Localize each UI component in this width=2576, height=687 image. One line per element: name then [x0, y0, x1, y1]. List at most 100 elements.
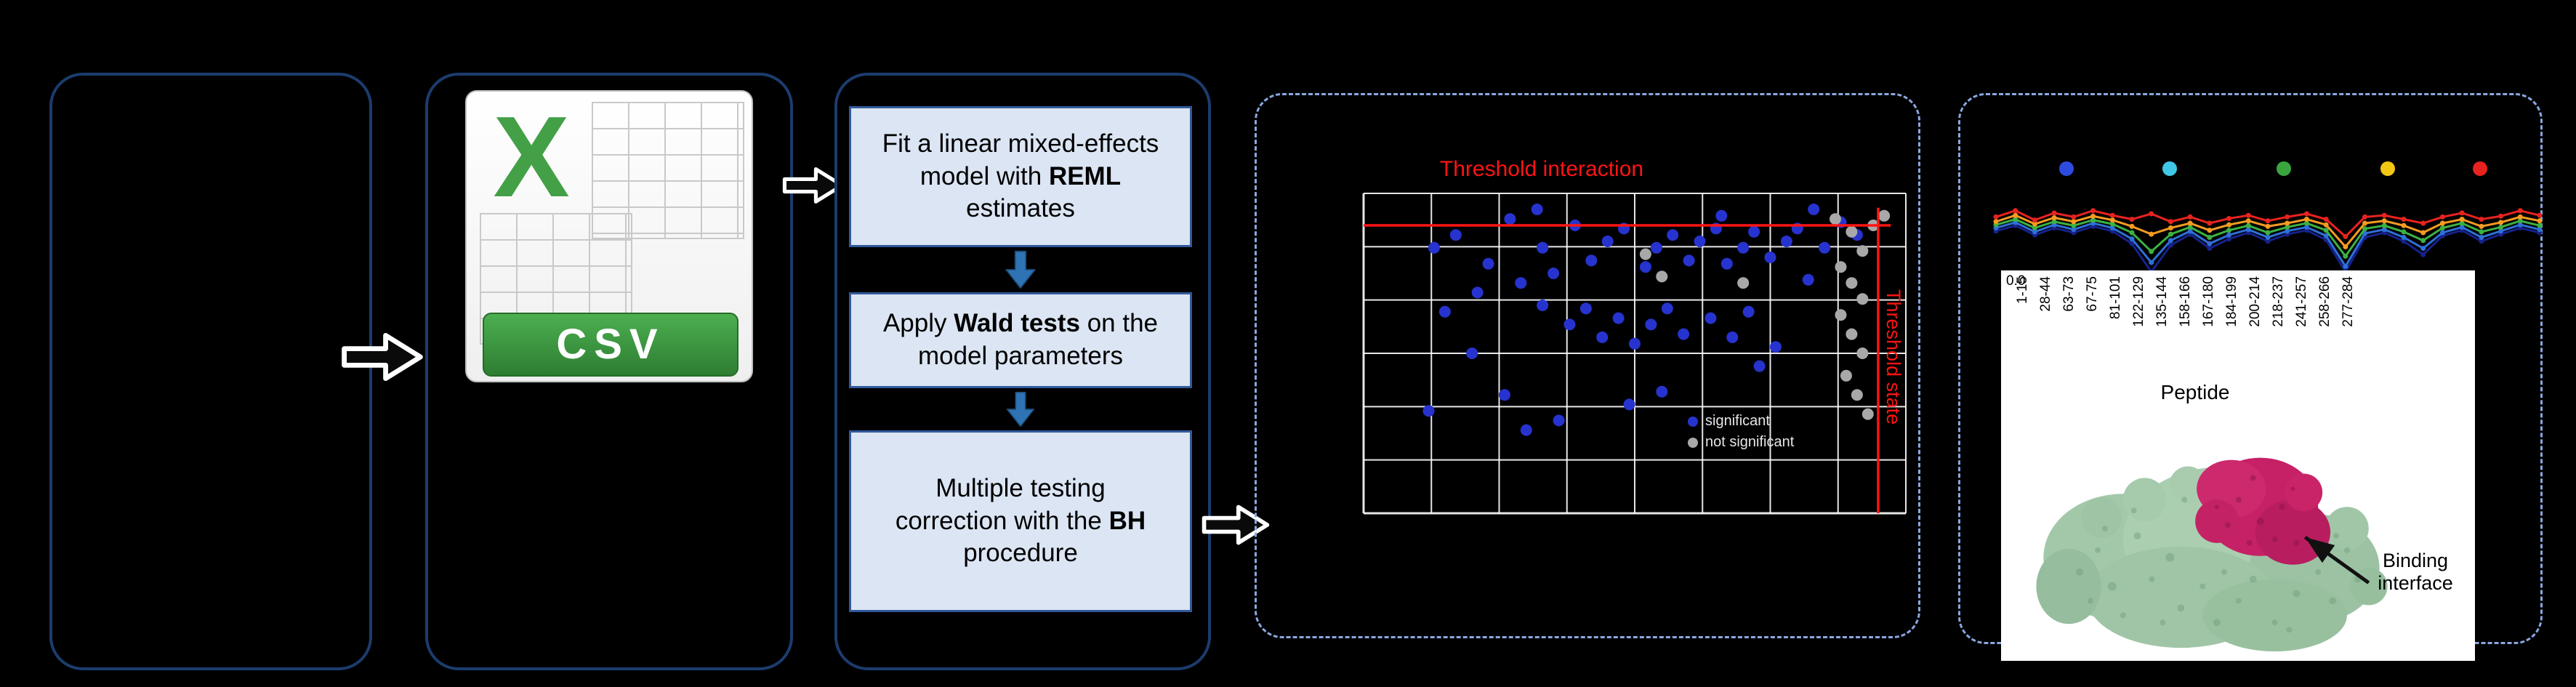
- uptake-marker: [2109, 225, 2115, 231]
- uptake-marker: [2285, 220, 2290, 226]
- uptake-marker: [2226, 232, 2232, 238]
- right-arrow-icon: [342, 332, 423, 382]
- uptake-marker: [2207, 234, 2213, 240]
- data-point-significant: [1639, 261, 1651, 273]
- uptake-marker: [2459, 210, 2465, 216]
- data-point-significant: [1449, 229, 1462, 241]
- data-point-significant: [1715, 209, 1728, 222]
- peptide-tick-label: 1-15: [2015, 276, 2030, 305]
- data-point-significant: [1753, 360, 1766, 372]
- excel-x-logo: X: [493, 92, 570, 221]
- uptake-marker: [2168, 225, 2173, 231]
- uptake-marker: [2245, 218, 2251, 224]
- step-fit-model: Fit a linear mixed-effects model with RE…: [849, 106, 1192, 247]
- uptake-marker: [2479, 229, 2484, 235]
- uptake-marker: [2381, 222, 2387, 228]
- data-point-significant: [1585, 254, 1598, 267]
- uptake-marker: [2517, 208, 2523, 214]
- data-point-significant: [1515, 277, 1527, 289]
- uptake-marker: [2168, 242, 2173, 248]
- condition-legend: [1996, 161, 2540, 179]
- uptake-marker: [2265, 234, 2271, 240]
- uptake-marker: [2401, 238, 2407, 244]
- data-point-significant: [1656, 385, 1668, 398]
- uptake-marker: [2401, 234, 2407, 240]
- data-point-state: [1840, 369, 1852, 382]
- uptake-marker: [2245, 212, 2251, 218]
- uptake-marker: [2285, 214, 2290, 220]
- binding-interface-label: Binding interface: [2378, 550, 2453, 595]
- data-point-significant: [1438, 305, 1451, 318]
- uptake-marker: [2498, 228, 2504, 234]
- data-point-significant: [1650, 241, 1662, 254]
- down-arrow-icon: [1006, 391, 1035, 427]
- csv-file-icon: X CSV: [465, 90, 753, 382]
- uptake-marker: [2090, 217, 2096, 223]
- data-point-state: [1835, 261, 1847, 273]
- uptake-marker: [2245, 222, 2251, 228]
- step-wald-tests: Apply Wald tests on the model parameters: [849, 292, 1192, 388]
- peptide-tick-label: 81-101: [2108, 276, 2123, 320]
- uptake-marker: [2109, 221, 2115, 227]
- uptake-marker: [2109, 212, 2115, 218]
- uptake-marker: [2401, 217, 2407, 222]
- data-point-significant: [1678, 328, 1690, 340]
- data-point-state: [1737, 277, 1750, 289]
- uptake-marker: [2343, 263, 2348, 269]
- uptake-marker: [2459, 224, 2465, 230]
- uptake-marker: [2420, 246, 2426, 252]
- uptake-marker: [2420, 220, 2426, 226]
- uptake-marker: [2207, 228, 2213, 233]
- data-point-significant: [1780, 236, 1792, 247]
- peptide-axis-title: Peptide: [2160, 381, 2230, 403]
- uptake-marker: [2032, 221, 2037, 227]
- data-point-significant: [1737, 241, 1750, 254]
- uptake-marker: [2129, 223, 2135, 229]
- step-multiple-testing-text: Multiple testing correction with the BH …: [895, 473, 1146, 568]
- uptake-marker: [2517, 218, 2523, 224]
- data-point-state: [1846, 277, 1858, 289]
- uptake-marker: [2207, 220, 2213, 226]
- peptide-tick-label: 28-44: [2038, 276, 2053, 312]
- data-point-state: [1878, 209, 1891, 222]
- data-point-significant: [1422, 405, 1435, 417]
- scatter-legend-row: significant: [1688, 413, 1794, 430]
- data-point-significant: [1694, 236, 1706, 247]
- uptake-marker: [2401, 229, 2407, 235]
- data-point-significant: [1537, 241, 1549, 254]
- uptake-marker: [2032, 229, 2037, 235]
- data-point-significant: [1802, 273, 1814, 286]
- uptake-marker: [2032, 217, 2037, 223]
- uptake-marker: [2149, 211, 2154, 217]
- data-point-significant: [1601, 236, 1614, 247]
- uptake-marker: [2207, 241, 2213, 246]
- data-point-significant: [1471, 286, 1484, 299]
- uptake-marker: [2323, 228, 2329, 233]
- uptake-marker: [2439, 230, 2445, 236]
- uptake-marker: [2149, 249, 2154, 254]
- peptide-tick-label: 277-284: [2340, 276, 2356, 327]
- uptake-marker: [2187, 214, 2193, 220]
- uptake-marker: [2381, 218, 2387, 224]
- uptake-marker: [2226, 236, 2232, 242]
- data-point-significant: [1553, 414, 1565, 427]
- uptake-marker: [2362, 214, 2368, 220]
- peptide-tick-label: 184-199: [2224, 276, 2239, 327]
- data-point-significant: [1596, 332, 1609, 343]
- input-panel: [49, 73, 372, 670]
- y-axis-tick-label: 0.0: [2006, 273, 2026, 289]
- uptake-marker: [2071, 222, 2077, 228]
- uptake-marker: [2381, 227, 2387, 233]
- data-point-significant: [1482, 257, 1494, 270]
- uptake-marker: [2498, 213, 2504, 219]
- uptake-marker: [2303, 220, 2309, 226]
- step-fit-model-text: Fit a linear mixed-effects model with RE…: [882, 129, 1159, 223]
- data-point-significant: [1504, 213, 1516, 225]
- uptake-marker: [2285, 224, 2290, 230]
- uptake-marker: [2537, 222, 2543, 228]
- data-point-significant: [1720, 257, 1733, 270]
- condition-dot-icon: [2380, 161, 2395, 176]
- data-point-significant: [1726, 332, 1739, 343]
- uptake-marker: [2323, 217, 2329, 222]
- protein-structure-svg: [2036, 457, 2388, 652]
